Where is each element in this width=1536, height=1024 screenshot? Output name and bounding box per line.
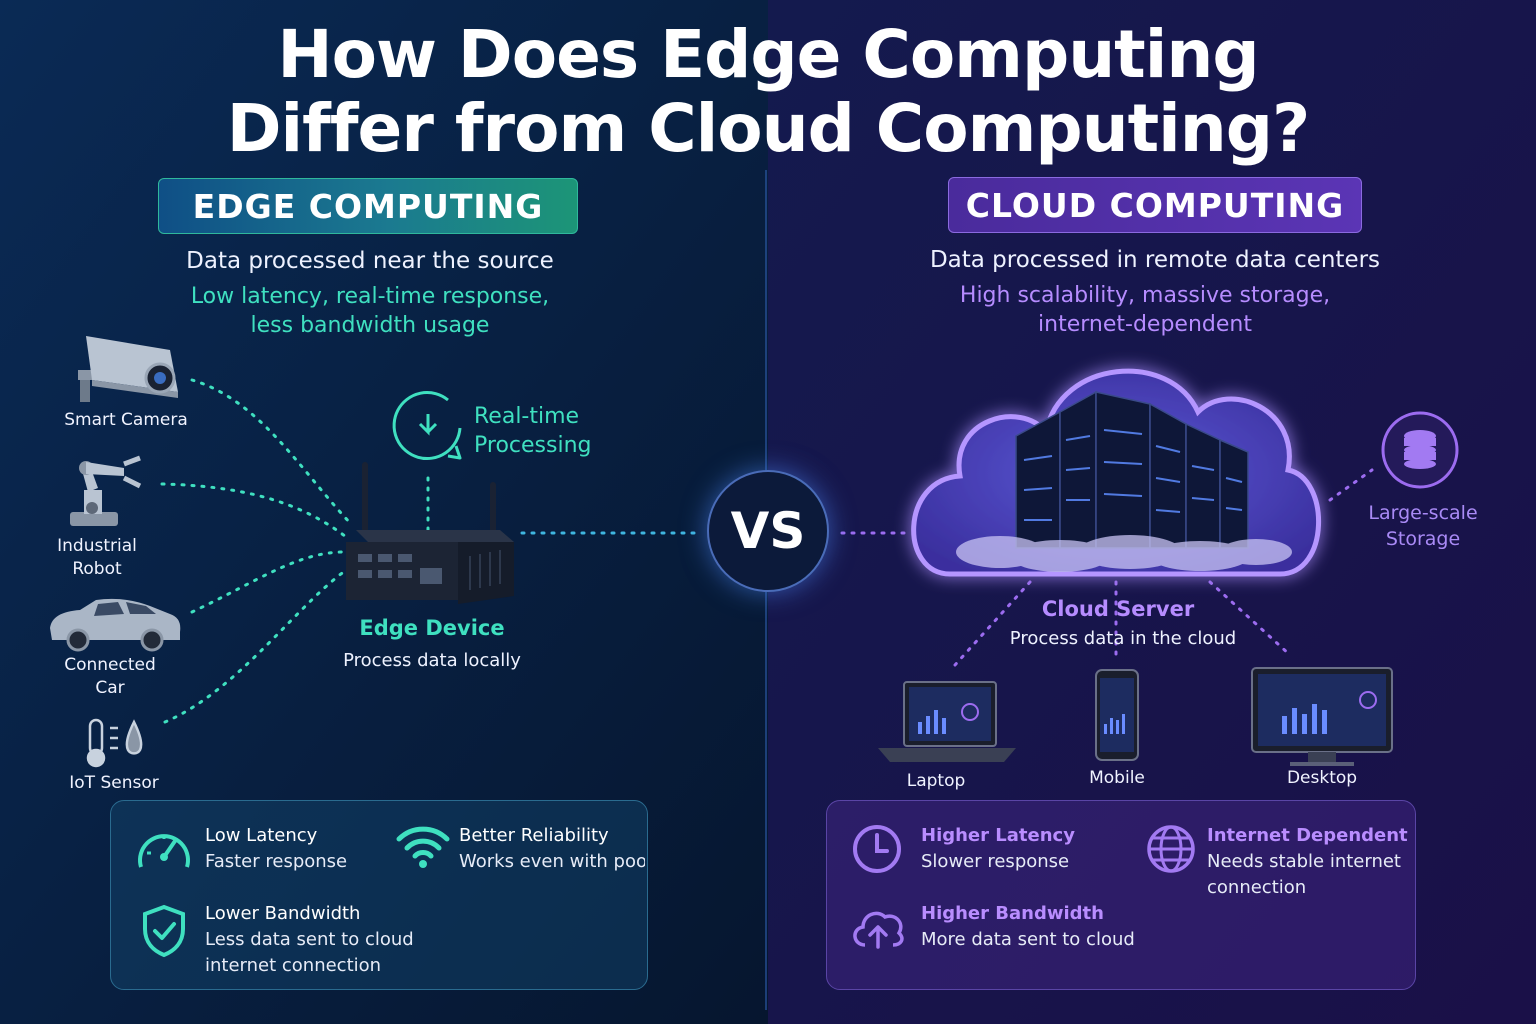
desktop-monitor-icon: [1251, 667, 1393, 766]
title-line-2: Differ from Cloud Computing?: [226, 90, 1311, 167]
feature-title: Better Reliability: [459, 825, 609, 846]
edge-traits-line-1: Low latency, real-time response,: [190, 284, 550, 309]
cloud-server-desc: Process data in the cloud: [1009, 628, 1237, 649]
connected-car-icon: [50, 598, 181, 652]
large-scale-storage-label: Large-scale Storage: [1356, 500, 1490, 552]
edge-device-title: Edge Device: [359, 616, 505, 640]
connected-car-label-line-2: Car: [95, 678, 125, 698]
cloud-feature-internet-dependent: Internet Dependent Needs stable internet…: [1207, 823, 1408, 901]
feature-desc: Less data sent to cloud: [205, 929, 414, 950]
feature-title: Low Latency: [205, 825, 318, 846]
industrial-robot-label: Industrial Robot: [32, 535, 162, 581]
cloud-traits-line-2: internet-dependent: [1038, 312, 1252, 337]
connected-car-label-line-1: Connected: [64, 655, 156, 675]
wifi-icon: [396, 826, 450, 868]
edge-traits-line-2: less bandwidth usage: [250, 313, 490, 338]
real-time-processing-label: Real-time Processing: [474, 402, 624, 460]
industrial-robot-label-line-1: Industrial: [57, 536, 137, 556]
edge-feature-low-latency: Low Latency Faster response: [205, 823, 347, 875]
shield-check-icon: [143, 904, 185, 958]
cloud-traits: High scalability, massive storage, inter…: [900, 281, 1390, 339]
cloud-upload-icon: [853, 911, 904, 949]
feature-desc: Slower response: [921, 851, 1070, 872]
edge-features-panel: Low Latency Faster response Better Relia…: [110, 800, 648, 990]
cloud-feature-higher-latency: Higher Latency Slower response: [921, 823, 1075, 875]
cloud-subtitle: Data processed in remote data centers: [929, 247, 1381, 273]
real-time-label-line-2: Processing: [474, 433, 592, 458]
vs-badge: VS: [707, 470, 829, 592]
feature-title: Lower Bandwidth: [205, 903, 361, 924]
cloud-traits-line-1: High scalability, massive storage,: [959, 283, 1331, 308]
edge-computing-badge: EDGE COMPUTING: [158, 178, 578, 234]
feature-title: Internet Dependent: [1207, 825, 1408, 846]
feature-desc-2: connection: [1207, 877, 1307, 898]
mobile-label: Mobile: [1089, 768, 1145, 788]
edge-traits: Low latency, real-time response, less ba…: [130, 282, 610, 340]
mobile-phone-icon: [1095, 669, 1139, 761]
title-line-1: How Does Edge Computing: [277, 16, 1259, 93]
smart-camera-icon: [78, 336, 178, 402]
iot-sensor-label: IoT Sensor: [69, 773, 159, 793]
connected-car-label: Connected Car: [44, 654, 176, 700]
feature-title: Higher Latency: [921, 825, 1075, 846]
smart-camera-label: Smart Camera: [64, 410, 188, 430]
real-time-label-line-1: Real-time: [474, 404, 580, 429]
storage-label-line-2: Storage: [1385, 528, 1461, 550]
cloud-feature-higher-bandwidth: Higher Bandwidth More data sent to cloud: [921, 901, 1135, 953]
edge-feature-lower-bandwidth: Lower Bandwidth Less data sent to cloud …: [205, 901, 414, 979]
edge-device-router-icon: [346, 462, 514, 604]
cloud-data-center-icon: [911, 368, 1321, 577]
real-time-clock-icon: [392, 391, 462, 460]
feature-desc-2: internet connection: [205, 955, 382, 976]
laptop-icon: [878, 681, 1016, 762]
edge-device-desc: Process data locally: [343, 650, 521, 671]
industrial-robot-icon: [70, 455, 142, 526]
feature-title: Higher Bandwidth: [921, 903, 1104, 924]
storage-label-line-1: Large-scale: [1368, 502, 1478, 524]
cloud-server-title: Cloud Server: [1041, 597, 1195, 621]
cloud-connection-lines: [840, 468, 1374, 667]
iot-sensor-icon: [86, 718, 143, 768]
desktop-label: Desktop: [1286, 768, 1358, 788]
laptop-label: Laptop: [906, 771, 966, 791]
edge-subtitle: Data processed near the source: [186, 248, 554, 274]
cloud-features-panel: Higher Latency Slower response Internet …: [826, 800, 1416, 990]
speedometer-icon: [138, 834, 190, 868]
globe-icon: [1147, 825, 1195, 873]
feature-desc: Needs stable internet: [1207, 851, 1401, 872]
clock-icon: [853, 825, 901, 873]
feature-desc: Works even with poor: [459, 851, 645, 872]
feature-desc: More data sent to cloud: [921, 929, 1135, 950]
edge-feature-better-reliability: Better Reliability Works even with poor: [459, 823, 645, 875]
storage-database-icon: [1381, 411, 1459, 489]
industrial-robot-label-line-2: Robot: [72, 559, 122, 579]
edge-connection-lines: [160, 378, 697, 724]
cloud-computing-badge: CLOUD COMPUTING: [948, 177, 1362, 233]
page-title: How Does Edge Computing Differ from Clou…: [0, 18, 1536, 166]
feature-desc: Faster response: [205, 851, 348, 872]
